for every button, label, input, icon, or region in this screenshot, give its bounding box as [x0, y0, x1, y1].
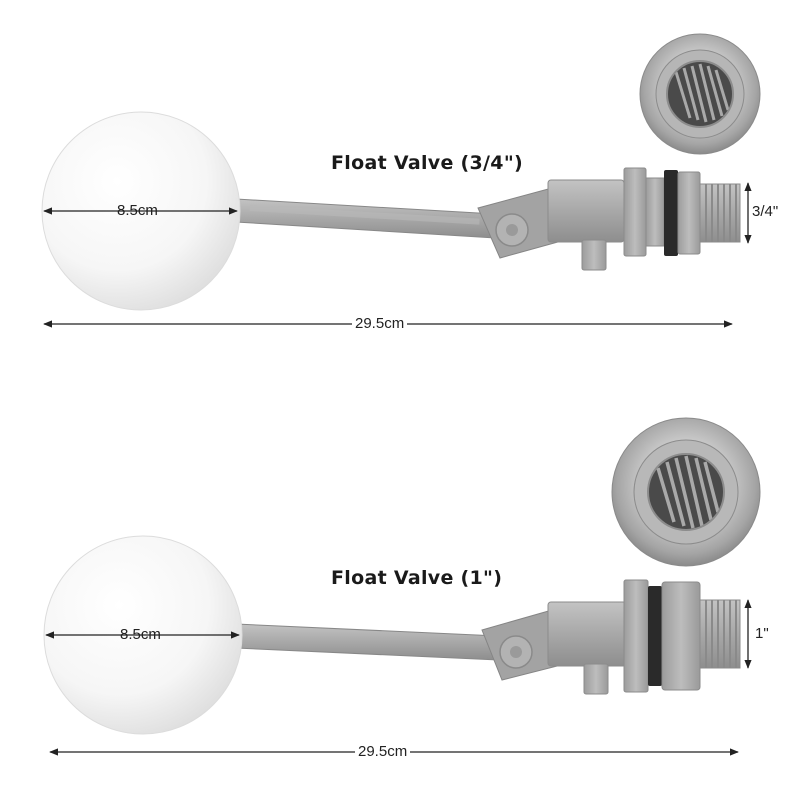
lock-nut	[677, 171, 701, 255]
total-length-label: 29.5cm	[355, 743, 411, 760]
thread-size-label: 3/4"	[752, 203, 779, 220]
flange	[623, 579, 649, 693]
rubber-gasket	[648, 586, 662, 686]
valve-assembly-1	[43, 535, 741, 735]
valve-body	[547, 179, 625, 243]
valve-body	[547, 601, 627, 667]
outlet-nozzle	[581, 239, 607, 271]
product-title: Float Valve (1")	[331, 567, 503, 589]
product-title: Float Valve (3/4")	[331, 152, 523, 174]
flange	[623, 167, 647, 257]
thread-section	[699, 183, 741, 243]
thread-size-label: 1"	[755, 625, 769, 642]
rubber-gasket	[664, 170, 678, 256]
outlet-nozzle	[583, 663, 609, 695]
lock-nut	[661, 581, 701, 691]
inlet-end-view-1	[611, 417, 761, 567]
inlet-end-view-3-4	[639, 33, 761, 155]
float-arm	[235, 623, 499, 661]
ball-diameter-label: 8.5cm	[120, 626, 161, 643]
ball-diameter-label: 8.5cm	[117, 202, 158, 219]
total-length-label: 29.5cm	[352, 315, 408, 332]
thread-section	[699, 599, 741, 669]
